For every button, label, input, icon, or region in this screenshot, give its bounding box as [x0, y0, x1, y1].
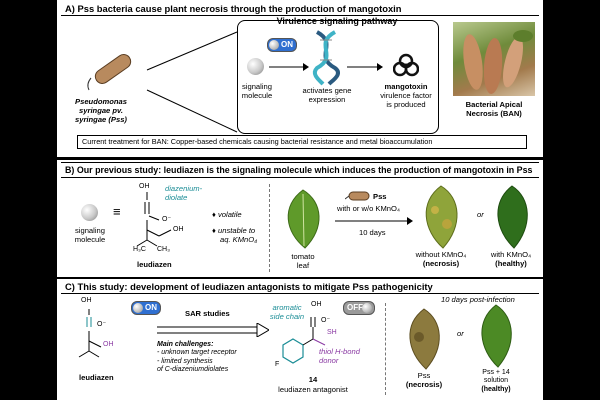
- leudiazen-structure: [78, 309, 102, 358]
- leudiazen-label: leudiazen: [79, 373, 114, 382]
- result-necrosis: without KMnO₄ (necrosis): [415, 250, 467, 268]
- o-minus-label: O⁻: [321, 317, 331, 324]
- or-label: or: [477, 210, 484, 219]
- o-minus-label: O⁻: [162, 216, 172, 223]
- bacterium-icon: [345, 191, 370, 201]
- section-a-title: A) Pss bacteria cause plant necrosis thr…: [65, 3, 402, 14]
- toggle-switch-icon: OFF: [343, 301, 375, 315]
- section-c: C) This study: development of leudiazen …: [57, 279, 543, 400]
- toggle-switch-icon: ON: [131, 301, 161, 315]
- post-infection-label: 10 days post-infection: [441, 295, 515, 304]
- divider: [61, 162, 539, 163]
- mangotoxin-label: mangotoxin virulence factor is produced: [380, 82, 432, 109]
- arrow: [269, 63, 309, 71]
- leaf-icon: [409, 308, 440, 370]
- result-necrosis: Pss (necrosis): [405, 371, 443, 389]
- antagonist-structure: [282, 317, 326, 364]
- separator: [385, 303, 386, 395]
- thiol-label: thiol H-bond donor: [319, 347, 360, 365]
- ban-photo: [453, 22, 535, 96]
- section-c-title: C) This study: development of leudiazen …: [65, 281, 433, 292]
- treatment-box: Current treatment for BAN: Copper-based …: [77, 135, 527, 149]
- arrow: [335, 217, 413, 225]
- biohazard-icon: [393, 53, 419, 77]
- pathway-title: Virulence signaling pathway: [276, 16, 398, 26]
- leaf-icon: [287, 189, 320, 249]
- arrow: [347, 63, 383, 71]
- oh-label: OH: [311, 301, 322, 308]
- ban-label: Bacterial Apical Necrosis (BAN): [465, 100, 523, 118]
- sar-label: SAR studies: [185, 309, 230, 318]
- result-healthy: with KMnO₄ (healthy): [490, 250, 532, 268]
- leaf-icon: [481, 304, 512, 368]
- sh-label: SH: [327, 329, 337, 336]
- leaf-icon: [497, 185, 528, 249]
- h3c-label: H₃C: [133, 246, 146, 253]
- condition-label: with or w/o KMnO₄: [337, 204, 401, 213]
- oh-label: OH: [173, 226, 184, 233]
- oh-label: OH: [103, 341, 114, 348]
- oh-label: OH: [81, 297, 92, 304]
- ch3-label: CH₃: [157, 246, 170, 253]
- antagonist-label: leudiazen antagonist: [278, 385, 348, 394]
- divider: [61, 177, 539, 178]
- sphere-icon: [81, 204, 98, 221]
- section-b: B) Our previous study: leudiazen is the …: [57, 160, 543, 277]
- divider: [61, 15, 539, 16]
- dna-icon: [312, 30, 340, 86]
- oh-label: OH: [139, 183, 150, 190]
- leudiazen-structure: [136, 192, 172, 247]
- duration-label: 10 days: [359, 228, 386, 237]
- pathway-connector: [146, 31, 238, 133]
- signaling-label: signaling molecule: [74, 226, 106, 244]
- arrow: [157, 323, 269, 337]
- diazeniumdiolate-label: diazenium- diolate: [165, 184, 203, 202]
- bacterium-name: Pseudomonas syringae pv. syringae (Pss): [75, 97, 127, 124]
- section-b-title: B) Our previous study: leudiazen is the …: [65, 165, 533, 175]
- property-unstable: ♦ unstable to aq. KMnO₄: [212, 226, 258, 244]
- pathway-box: [237, 20, 439, 134]
- tomato-leaf-label: tomato leaf: [291, 252, 315, 270]
- pss-label: Pss: [373, 192, 387, 201]
- signaling-label: signaling molecule: [241, 82, 273, 100]
- antagonist-number: 14: [308, 375, 318, 384]
- or-label: or: [457, 329, 464, 338]
- section-a: A) Pss bacteria cause plant necrosis thr…: [57, 0, 543, 157]
- bacterium-icon: [87, 54, 132, 91]
- o-minus-label: O⁻: [97, 321, 107, 328]
- leaf-icon: [425, 185, 458, 249]
- equivalence-sign: ≡: [113, 204, 121, 219]
- result-healthy: Pss + 14 solution (healthy): [481, 369, 511, 393]
- separator: [269, 184, 270, 272]
- gene-label: activates gene expression: [302, 86, 352, 104]
- divider: [61, 293, 539, 294]
- aromatic-label: aromatic side chain: [269, 303, 305, 321]
- property-volatile: ♦ volatile: [212, 210, 242, 219]
- toggle-switch-icon: ON: [267, 38, 297, 52]
- leudiazen-label: leudiazen: [137, 260, 172, 269]
- sphere-icon: [247, 58, 264, 75]
- f-label: F: [275, 361, 280, 368]
- challenges: Main challenges: - unknown target recept…: [157, 341, 237, 374]
